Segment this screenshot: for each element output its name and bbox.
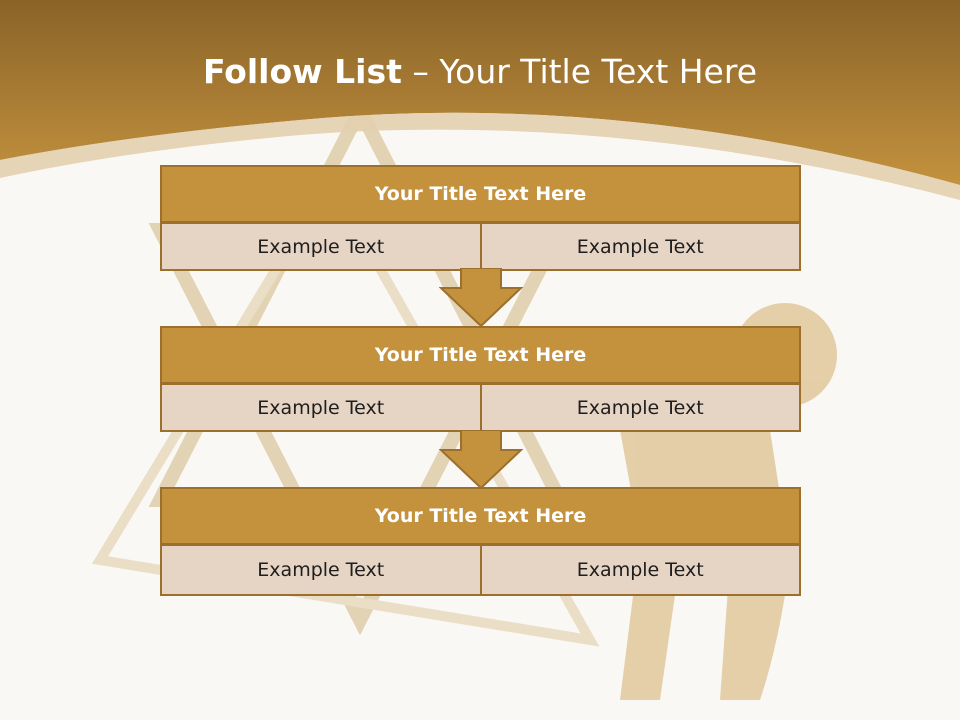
step-cells: Example Text Example Text [160,222,801,271]
title-bold: Follow List [202,52,402,91]
down-arrow-icon [439,268,523,328]
step-cell-right: Example Text [481,544,801,596]
step-cells: Example Text Example Text [160,383,801,432]
step-box-1: Your Title Text Here Example Text Exampl… [160,165,801,271]
step-cell-left: Example Text [160,383,482,432]
step-cell-left: Example Text [160,544,482,596]
step-box-2: Your Title Text Here Example Text Exampl… [160,326,801,432]
step-title: Your Title Text Here [160,487,801,545]
step-title: Your Title Text Here [160,165,801,223]
down-arrow-icon [439,430,523,490]
step-title: Your Title Text Here [160,326,801,384]
title-rest: – Your Title Text Here [412,52,758,91]
slide-title: Follow List – Your Title Text Here [0,52,960,91]
step-cells: Example Text Example Text [160,544,801,596]
step-box-3: Your Title Text Here Example Text Exampl… [160,487,801,596]
step-cell-left: Example Text [160,222,482,271]
step-cell-right: Example Text [481,383,801,432]
header-curve [0,112,960,200]
header-band [0,0,960,185]
step-cell-right: Example Text [481,222,801,271]
